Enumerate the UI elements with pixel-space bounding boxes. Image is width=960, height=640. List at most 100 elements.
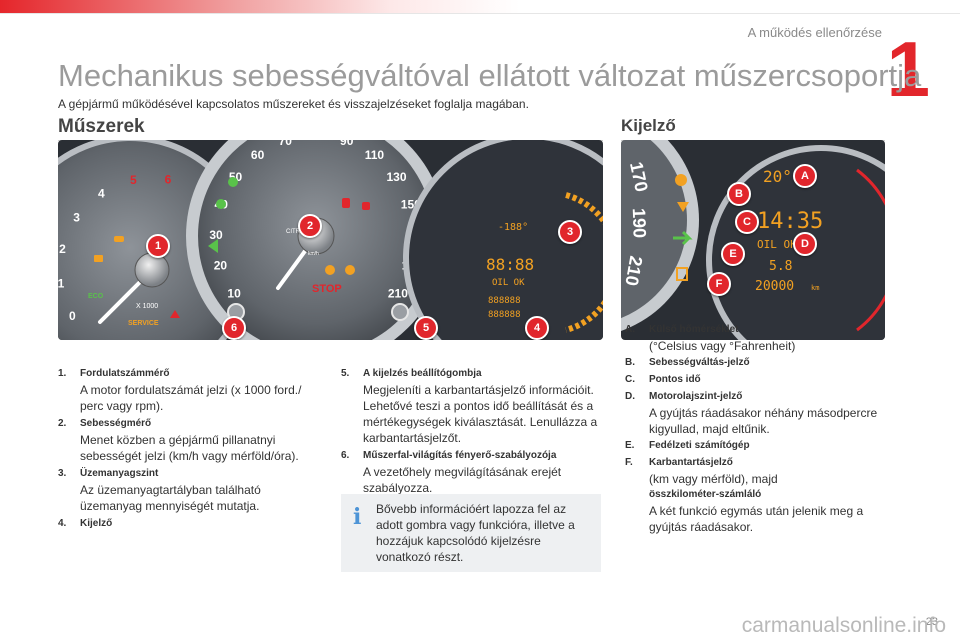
- chapter-number: 1: [886, 25, 930, 113]
- list-item: 1. Fordulatszámmérő A motor fordulatszám…: [58, 366, 308, 414]
- list-item: A. Külső hőmérséklet (°Celsius vagy °Fah…: [625, 322, 895, 354]
- item-title: Pontos idő: [649, 374, 701, 385]
- list-item: F. Karbantartásjelző (km vagy mérföld), …: [625, 455, 895, 535]
- list-item: 5. A kijelzés beállítógombja Megjeleníti…: [341, 366, 603, 446]
- service-wrench-icon: [170, 310, 180, 318]
- stop-warning-label: STOP: [312, 283, 342, 295]
- info-text: Bővebb információért lapozza fel az adot…: [376, 502, 575, 564]
- item-title: Kijelző: [80, 518, 113, 529]
- display-drawing: 170 190 210 20° 14:35 OIL OK 5.8 20000 k…: [621, 140, 885, 340]
- battery-warning-icon: [94, 255, 103, 262]
- eco-label: ECO: [88, 293, 104, 300]
- item-text: Menet közben a gépjármű pillanatnyi sebe…: [80, 433, 299, 463]
- lcd-oil: OIL OK: [492, 278, 525, 288]
- fuel-gauge-arc: [565, 192, 603, 333]
- item-text: (km vagy mérföld), majd: [649, 472, 778, 486]
- item-letter: E.: [625, 440, 635, 451]
- callout-marker-e: E: [721, 242, 745, 266]
- item-title: összkilométer-számláló: [649, 489, 762, 500]
- speed-tick-label: 210: [388, 287, 408, 301]
- info-icon: i: [353, 504, 362, 530]
- display-speedometer-dial: [621, 140, 687, 319]
- item-number: 1.: [58, 368, 67, 379]
- list-item: 3. Üzemanyagszint Az üzemanyagtartályban…: [58, 466, 308, 514]
- display-list: A. Külső hőmérséklet (°Celsius vagy °Fah…: [625, 322, 895, 536]
- item-number: 4.: [58, 518, 67, 529]
- list-item: D. Motorolajszint-jelző A gyújtás ráadás…: [625, 389, 895, 437]
- display-km-unit: km: [811, 284, 819, 292]
- engine-icon: [345, 265, 355, 275]
- speed-tick-label: 80: [309, 140, 323, 143]
- display-gear: 5.8: [769, 259, 792, 274]
- item-text: Az üzemanyagtartályban található üzemany…: [80, 483, 261, 513]
- list-item: 2. Sebességmérő Menet közben a gépjármű …: [58, 416, 308, 464]
- list-item: C. Pontos idő: [625, 372, 895, 388]
- chapter-title: A működés ellenőrzése: [747, 25, 882, 40]
- display-temp: 20°: [763, 167, 792, 186]
- item-letter: A.: [625, 324, 635, 335]
- lcd-odometer: 888888: [488, 296, 521, 306]
- speed-tick-label: 60: [251, 148, 265, 162]
- tacho-tick-label: 3: [73, 210, 80, 224]
- callout-marker-f: F: [707, 272, 731, 296]
- headlights-icon: [216, 199, 226, 209]
- page-subtitle: A gépjármű működésével kapcsolatos műsze…: [58, 97, 529, 111]
- item-letter: F.: [625, 457, 633, 468]
- item-text: (°Celsius vagy °Fahrenheit): [649, 339, 796, 353]
- callout-marker-6: 6: [222, 316, 246, 340]
- watermark: carmanualsonline.info: [741, 614, 946, 637]
- instrument-list-right: 5. A kijelzés beállítógombja Megjeleníti…: [341, 366, 603, 498]
- callout-marker-b: B: [727, 182, 751, 206]
- item-title: Motorolajszint-jelző: [649, 391, 743, 402]
- item-text: Megjeleníti a karbantartásjelző informác…: [363, 383, 598, 445]
- speed-tick-label: 70: [279, 140, 293, 148]
- display-clock: 14:35: [757, 209, 823, 234]
- tacho-tick-label: 5: [130, 173, 137, 187]
- callout-marker-c: C: [735, 210, 759, 234]
- display-arc: [856, 168, 885, 332]
- item-text: A gyújtás ráadásakor néhány másodpercre …: [649, 406, 878, 436]
- callout-marker-a: A: [793, 164, 817, 188]
- tacho-tick-label: 0: [69, 309, 76, 323]
- item-title: Külső hőmérséklet: [649, 324, 739, 335]
- display-dial: [403, 140, 603, 340]
- tachometer-hub: [134, 252, 170, 288]
- item-number: 5.: [341, 368, 350, 379]
- speed-tick-label: 110: [365, 148, 385, 162]
- speed-tick-label: 130: [386, 170, 406, 184]
- section-title-display: Kijelző: [621, 116, 676, 135]
- callout-marker-3: 3: [558, 220, 582, 244]
- speed-unit-label: km/h: [308, 251, 319, 257]
- lcd-temp: -188°: [498, 222, 528, 233]
- item-title: A kijelzés beállítógombja: [363, 368, 482, 379]
- header-accent-bar: [0, 0, 520, 14]
- section-title-instruments: Műszerek: [58, 116, 145, 137]
- page-number: 23: [925, 616, 938, 628]
- callout-marker-d: D: [793, 232, 817, 256]
- item-letter: D.: [625, 391, 635, 402]
- fuel-icon: [676, 267, 688, 281]
- item-number: 6.: [341, 450, 350, 461]
- item-title: Fordulatszámmérő: [80, 368, 170, 379]
- list-item: 4. Kijelző: [58, 516, 308, 532]
- brake-icon: [362, 202, 370, 210]
- item-title: Sebességmérő: [80, 418, 152, 429]
- lcd-trip: 888888: [488, 310, 521, 320]
- page-title: Mechanikus sebességváltóval ellátott vál…: [58, 58, 922, 93]
- service-label: SERVICE: [128, 320, 159, 327]
- display-closeup-illustration: 170 190 210 20° 14:35 OIL OK 5.8 20000 k…: [621, 140, 885, 340]
- warning-icon: [675, 174, 687, 186]
- instrument-list-left: 1. Fordulatszámmérő A motor fordulatszám…: [58, 366, 308, 534]
- callout-marker-2: 2: [298, 214, 322, 238]
- speed-tick-label: 90: [340, 140, 354, 148]
- sidelights-icon: [228, 177, 238, 187]
- tacho-tick-label: 2: [59, 242, 66, 256]
- item-text: A vezetőhely megvilágításának erejét sza…: [363, 465, 562, 495]
- callout-marker-1: 1: [146, 234, 170, 258]
- tacho-tick-label: 6: [165, 173, 172, 187]
- item-letter: C.: [625, 374, 635, 385]
- callout-marker-5: 5: [414, 316, 438, 340]
- display-oil-status: OIL OK: [757, 238, 797, 251]
- speed-tick-label: 10: [227, 287, 241, 301]
